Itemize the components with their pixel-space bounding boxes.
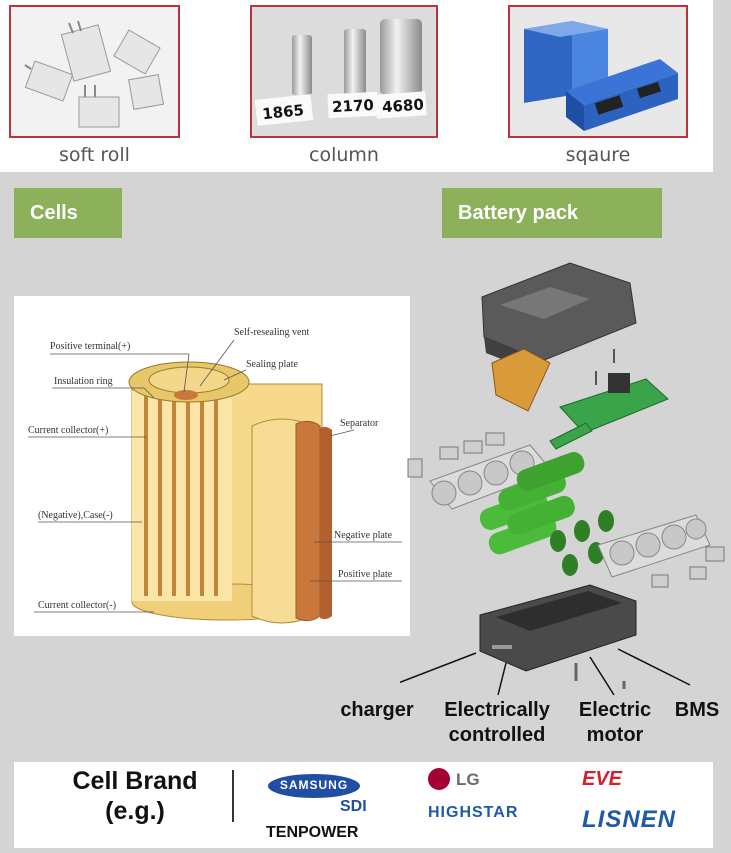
electrically-controlled-line1: Electrically [444,699,550,721]
pack-top-housing [481,262,637,375]
square-image [508,5,688,138]
separator-label: Separator [340,418,379,429]
highstar-logo: HIGHSTAR [428,804,519,821]
cell-brand-heading: Cell Brand (e.g.) [60,766,210,826]
positive-terminal-label: Positive terminal(+) [50,341,131,352]
charger-label: charger [340,699,414,721]
square-label: sqaure [565,144,631,166]
tenpower-logo: TENPOWER [266,824,359,841]
current-collector-positive-label: Current collector(+) [28,425,109,436]
soft-roll-label: soft roll [59,144,130,166]
electric-motor-line1: Electric [578,699,652,721]
insulation-ring-label: Insulation ring [54,376,113,387]
column-image: 1865 2170 4680 [250,5,438,138]
battery-pack-tag: Battery pack [442,188,662,238]
lisnen-logo: LISNEN [582,806,677,833]
negative-case-label: (Negative),Case(-) [38,510,113,521]
bms-label: BMS [674,699,720,721]
samsung-logo-text: SAMSUNG [279,778,349,792]
cell-cutaway-diagram: Positive terminal(+) Self-resealing vent… [14,296,410,636]
soft-roll-pouch-cells-illustration [24,20,164,128]
electric-motor-line2: motor [586,724,644,746]
samsung-sdi-text: SDI [340,798,367,815]
cell-brand-heading-line2: (e.g.) [105,797,165,825]
negative-plate-label: Negative plate [334,530,393,541]
cylindrical-cells-illustration: 1865 2170 4680 [254,19,427,126]
brand-divider [232,770,234,822]
pack-bottom-case [479,584,637,672]
size-2170-label: 2170 [332,96,375,116]
positive-plate-label: Positive plate [338,569,393,580]
lg-logo-icon [428,768,450,790]
electrically-controlled-line2: controlled [448,724,546,746]
electric-motor-label: Electric motor [570,698,660,748]
sealing-plate-label: Sealing plate [246,359,298,370]
cells-tag: Cells [14,188,122,238]
lg-logo-text: LG [456,770,480,789]
size-4680-label: 4680 [381,95,424,116]
electrically-controlled-label: Electrically controlled [430,698,564,748]
battery-pack-exploded-view [400,262,725,695]
cell-cutaway-illustration [28,339,402,624]
size-1865-label: 1865 [261,101,304,123]
samsung-logo [268,774,360,798]
prismatic-cells-illustration [524,21,678,131]
current-collector-negative-label: Current collector(-) [38,600,117,611]
cell-brand-heading-line1: Cell Brand [72,767,198,795]
cell-brand-panel [14,762,713,848]
eve-logo: EVE [582,768,623,790]
self-resealing-vent-label: Self-resealing vent [234,327,310,338]
column-label: column [309,144,379,166]
soft-roll-image [9,5,180,138]
